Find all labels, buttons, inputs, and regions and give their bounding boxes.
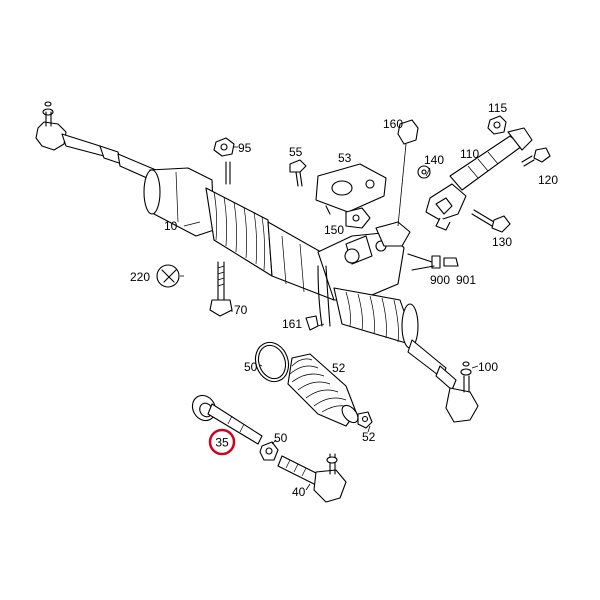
label-70: 53: [338, 151, 352, 165]
part-150-drawing: [345, 207, 371, 229]
part-52-small-clamp-drawing: [357, 411, 373, 429]
part-40-outer-tie-rod-end-drawing: [277, 453, 347, 503]
part-80-bolt-drawing: [289, 159, 307, 187]
label-161: 161: [282, 317, 302, 331]
label-53: 50: [244, 360, 258, 374]
label-130: 130: [492, 235, 512, 249]
part-900-901-connector-drawing: [407, 253, 459, 271]
part-115-nut-drawing: [487, 115, 507, 135]
part-161-drawing: [305, 315, 319, 331]
part-70-bracket-drawing: [315, 163, 387, 215]
label-120: 120: [538, 173, 558, 187]
part-160-drawing: [397, 119, 419, 145]
part-140-drawing: [417, 165, 431, 179]
right-tie-rod-drawing: [407, 339, 479, 423]
part-35-inner-tie-rod-drawing: [191, 394, 263, 445]
label-901: 901: [456, 273, 476, 287]
part-53-clamp-ring-drawing: [254, 341, 290, 383]
label-35: 35: [215, 436, 229, 450]
left-tie-rod-drawing: [35, 101, 157, 183]
part-120-bolt-drawing: [521, 147, 551, 167]
label-110: 110: [460, 147, 479, 161]
part-55-boot-drawing: [287, 353, 359, 427]
part-90-bolt-drawing: [209, 261, 233, 317]
label-900: 900: [430, 273, 450, 287]
label-10: 10: [164, 219, 178, 233]
label-115: 115: [488, 101, 507, 115]
label-100: 100: [478, 360, 498, 374]
part-50-lock-nut-drawing: [259, 441, 279, 461]
label-140: 140: [424, 153, 444, 167]
label-55: 52: [332, 361, 346, 375]
leader-lines: [180, 146, 479, 491]
part-130-bolt-drawing: [471, 209, 511, 233]
part-110-shaft-drawing: [425, 127, 533, 231]
label-150: 150: [324, 223, 344, 237]
label-80: 55: [289, 145, 303, 159]
highlighted-part-35-callout[interactable]: 35: [208, 428, 236, 456]
label-40: 40: [292, 485, 306, 499]
part-220-clamp-drawing: [156, 264, 180, 288]
label-90: 70: [234, 303, 248, 317]
steering-rack-housing-drawing: [143, 167, 419, 349]
label-52: 52: [362, 430, 376, 444]
highlight-ring: [208, 428, 236, 456]
label-160: 160: [383, 117, 403, 131]
label-220: 220: [130, 270, 150, 284]
part-labels: 95 55 53 160 115 110 140 120 150 130 10 …: [130, 101, 558, 499]
label-95: 95: [238, 141, 252, 155]
label-50: 50: [274, 431, 288, 445]
part-95-nut-drawing: [213, 137, 235, 157]
